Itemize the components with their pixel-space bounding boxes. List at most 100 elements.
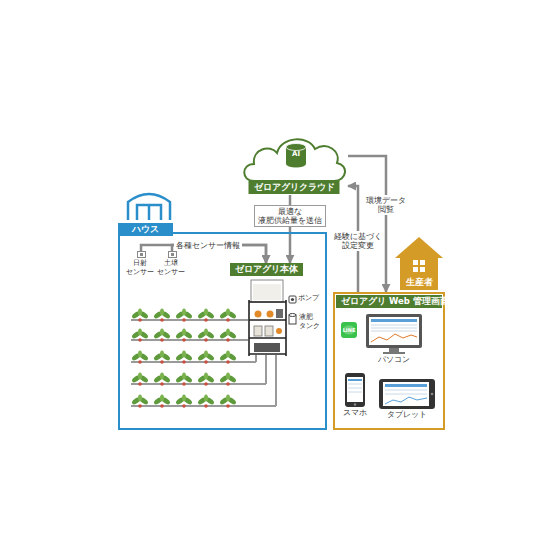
device-label: パソコン (361, 355, 427, 364)
unit-banner: ゼロアグリ本体 (230, 263, 303, 276)
drip-point (204, 382, 208, 386)
drip-point (182, 318, 186, 322)
drip-point (204, 318, 208, 322)
icon-label: LINE (343, 327, 356, 333)
irrigation-line (131, 361, 256, 363)
sensor-node: 土壌 センサー (157, 251, 187, 276)
monitor-icon (365, 313, 423, 355)
irrigation-line (275, 355, 277, 406)
leaf (226, 351, 230, 358)
device-node: スマホ (338, 372, 372, 422)
edge-label: 経験に基づく 設定変更 (332, 231, 384, 251)
irrigation-line (131, 339, 248, 341)
leaf (138, 329, 142, 336)
drip-point (182, 404, 186, 408)
drip-point (138, 382, 142, 386)
connector (348, 156, 386, 292)
leaf (226, 309, 230, 316)
leaf (138, 373, 142, 380)
web-panel: ゼロアグリ Web 管理画面パソコンスマホタブレット (333, 292, 445, 430)
leaf (182, 309, 186, 316)
drip-point (226, 360, 230, 364)
drip-point (138, 404, 142, 408)
leaf (204, 373, 208, 380)
tank-icon (289, 314, 296, 325)
device-label: スマホ (338, 408, 372, 417)
line-icon (341, 322, 357, 338)
irrigation-line (131, 405, 276, 407)
drip-point (138, 338, 142, 342)
plant-rows (131, 309, 276, 408)
leaf (160, 373, 164, 380)
leaf (226, 373, 230, 380)
drip-point (138, 360, 142, 364)
sensor-label: 土壌 センサー (157, 259, 185, 276)
leaf (182, 351, 186, 358)
leaf (182, 373, 186, 380)
cloud-node: ゼロアグリクラウド (240, 133, 348, 195)
device-node: タブレット (375, 378, 439, 424)
drip-point (160, 404, 164, 408)
web-title: ゼロアグリ Web 管理画面 (336, 295, 442, 308)
leaf (160, 395, 164, 402)
house-region: ハウス日射 センサー土壌 センサーゼロアグリ本体 (118, 232, 327, 430)
leaf (226, 395, 230, 402)
leaf (226, 329, 230, 336)
leaf (160, 329, 164, 336)
leaf (204, 395, 208, 402)
irrigation-line (131, 383, 266, 385)
leaf (204, 309, 208, 316)
sensor-icon (137, 251, 146, 258)
drip-point (160, 338, 164, 342)
leaf (204, 329, 208, 336)
edge-label: 各種センサー情報 (174, 240, 242, 251)
drip-point (204, 404, 208, 408)
leaf (138, 395, 142, 402)
leaf (182, 329, 186, 336)
cloud-banner: ゼロアグリクラウド (249, 181, 340, 194)
drip-point (182, 338, 186, 342)
leaf (160, 351, 164, 358)
drip-point (226, 318, 230, 322)
part-label: ポンプ (298, 294, 319, 303)
tablet-icon (378, 378, 436, 410)
drip-point (182, 382, 186, 386)
device-node: パソコン (361, 313, 427, 367)
leaf (138, 351, 142, 358)
smartphone-icon (344, 372, 366, 408)
leaf (138, 309, 142, 316)
unit-title: ゼロアグリ本体 (230, 263, 303, 276)
drip-point (160, 360, 164, 364)
drip-point (226, 382, 230, 386)
irrigation-line (131, 319, 248, 321)
producer-label: 生産者 (394, 277, 444, 287)
part-label: 液肥 タンク (299, 313, 320, 330)
sensor-label: 日射 センサー (126, 259, 154, 276)
drip-point (138, 318, 142, 322)
device-label: タブレット (375, 410, 439, 419)
leaf (160, 309, 164, 316)
drip-point (182, 360, 186, 364)
edge-label: 最適な 液肥供給量を送信 (254, 205, 326, 227)
greenhouse-icon (128, 194, 170, 220)
line-bubble (343, 326, 355, 335)
leaf (204, 351, 208, 358)
sensor-icon (168, 251, 177, 258)
pump-icon (289, 296, 296, 303)
edge-label: 環境データ 閲覧 (364, 195, 408, 215)
drip-point (226, 404, 230, 408)
drip-point (160, 318, 164, 322)
producer-node: 生産者 (394, 236, 444, 290)
region-tab: ハウス (118, 223, 173, 236)
drip-point (160, 382, 164, 386)
irrigation-line (265, 355, 267, 384)
drip-point (226, 338, 230, 342)
irrigation-line (255, 355, 257, 362)
drip-point (204, 360, 208, 364)
drip-point (204, 338, 208, 342)
sensor-node: 日射 センサー (126, 251, 156, 276)
leaf (182, 395, 186, 402)
